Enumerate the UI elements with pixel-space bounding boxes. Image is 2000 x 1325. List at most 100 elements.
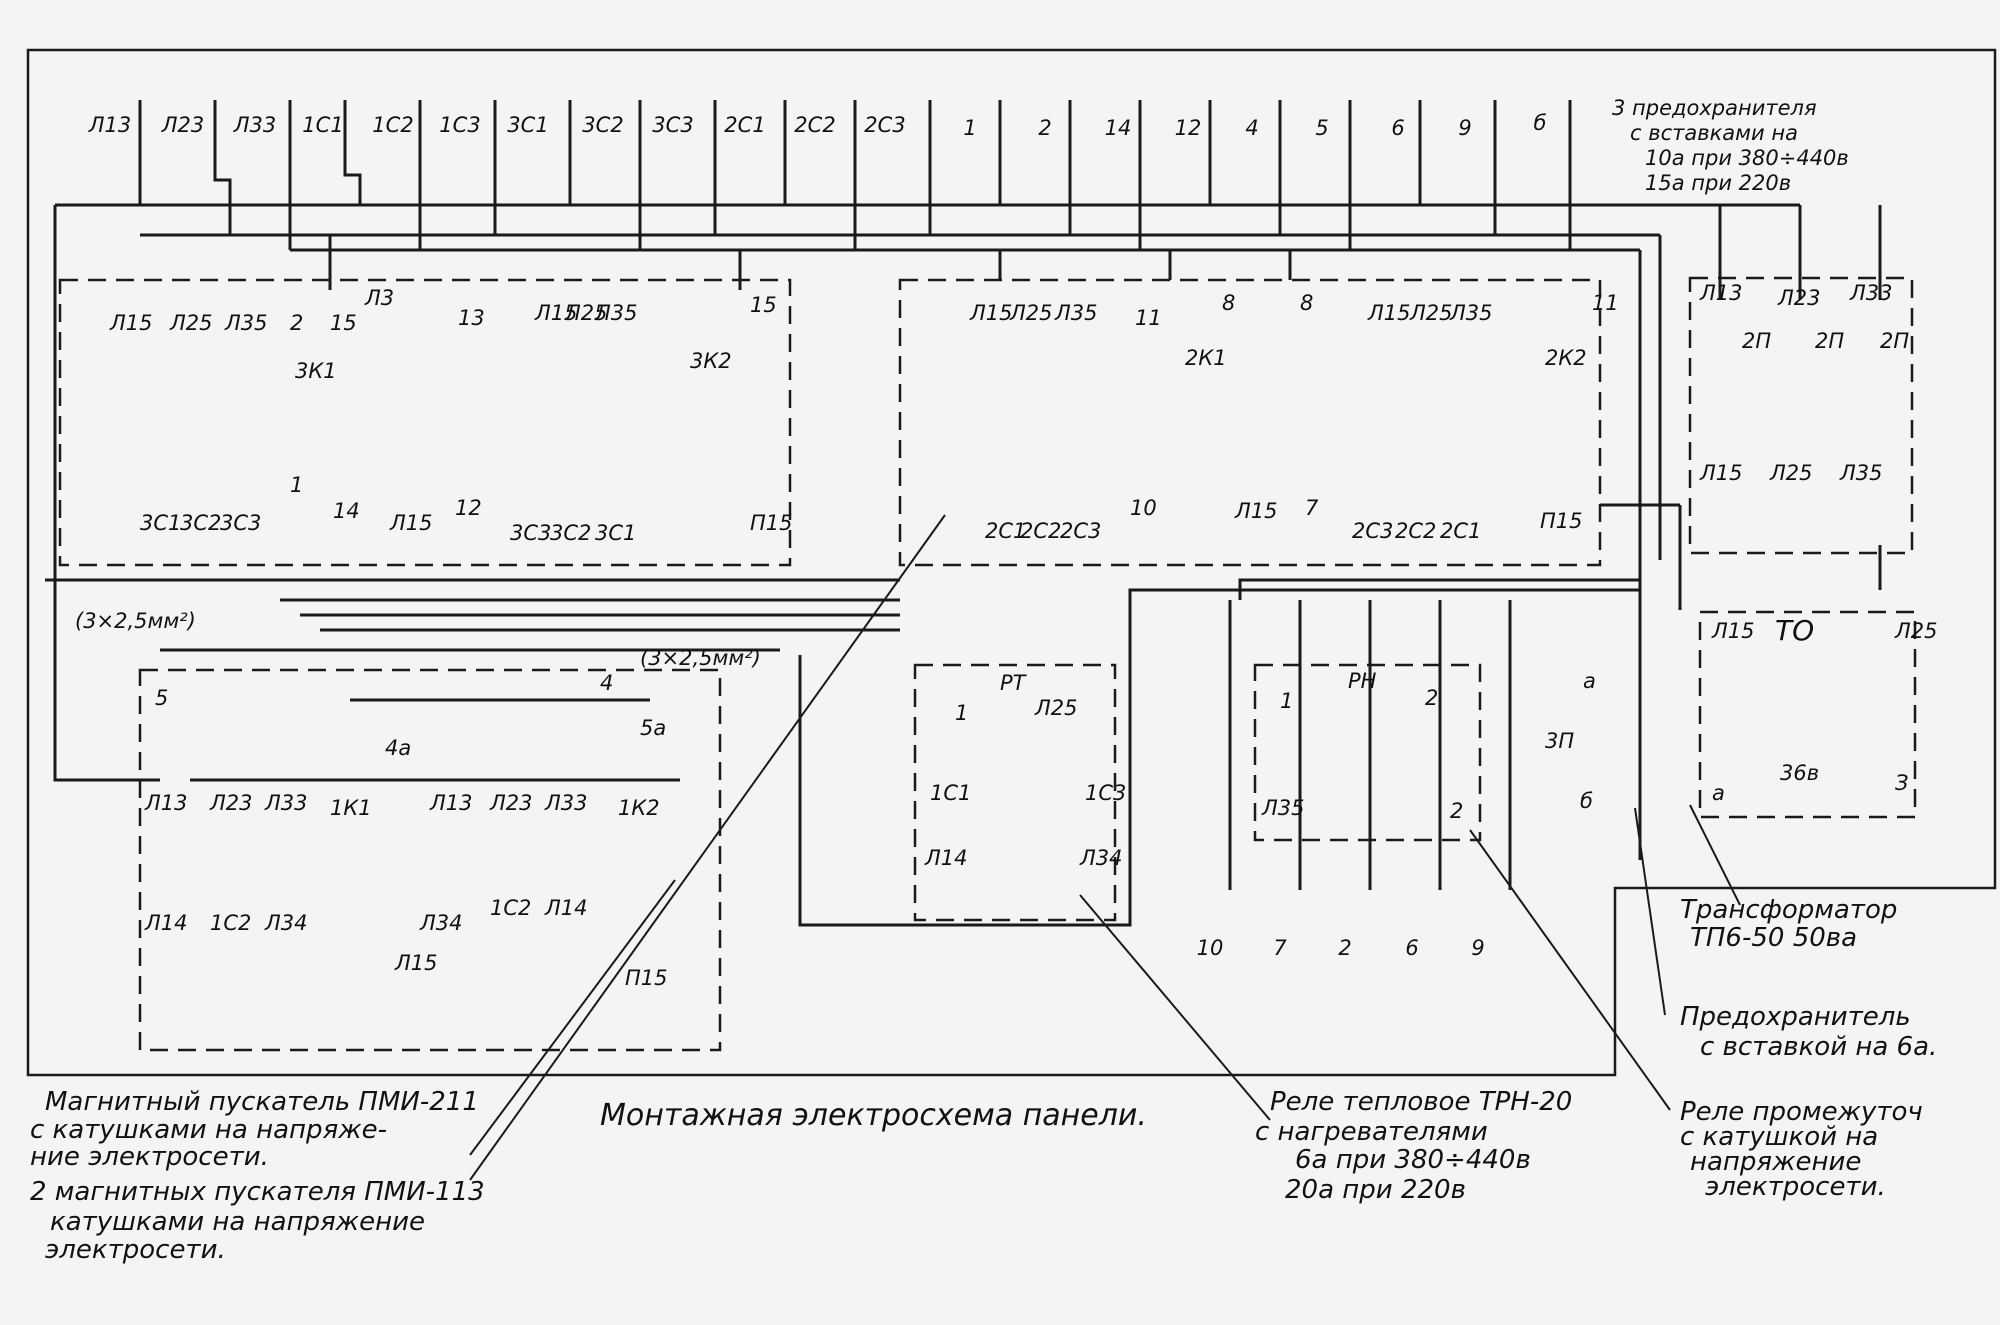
svg-text:Л35: Л35 xyxy=(1261,796,1305,820)
svg-text:3 предохранителя: 3 предохранителя xyxy=(1612,96,1817,120)
thermal-relay-labels: РТ 1 Л25 1С1 1С3 Л14 Л34 xyxy=(924,671,1126,870)
svg-text:П15: П15 xyxy=(625,966,668,990)
svg-text:8: 8 xyxy=(1222,291,1235,315)
svg-text:2С1: 2С1 xyxy=(985,519,1026,543)
svg-text:8: 8 xyxy=(1300,291,1313,315)
intermediate-relay-labels: РН 1 2 Л35 2 xyxy=(1261,669,1463,823)
svg-text:11: 11 xyxy=(1592,291,1619,315)
svg-text:электросети.: электросети. xyxy=(45,1235,226,1265)
svg-text:1: 1 xyxy=(963,116,976,140)
svg-text:Л35: Л35 xyxy=(1449,301,1493,325)
svg-text:1С1: 1С1 xyxy=(930,781,971,805)
svg-text:Л35: Л35 xyxy=(224,311,268,335)
svg-text:Реле промежуточ: Реле промежуточ xyxy=(1680,1097,1923,1127)
svg-text:10: 10 xyxy=(1197,936,1224,960)
svg-text:2К2: 2К2 xyxy=(1545,346,1587,370)
svg-text:Л15: Л15 xyxy=(109,311,153,335)
svg-text:Л15: Л15 xyxy=(534,301,578,325)
svg-text:Л33: Л33 xyxy=(544,791,588,815)
svg-text:1С2: 1С2 xyxy=(372,113,413,137)
svg-text:а: а xyxy=(1712,781,1725,805)
svg-text:1К2: 1К2 xyxy=(618,796,660,820)
caption-starter-pmi211: Магнитный пускатель ПМИ-211 с катушками … xyxy=(30,1087,479,1172)
svg-text:З: З xyxy=(1895,771,1908,795)
svg-text:15: 15 xyxy=(750,293,777,317)
svg-text:Л15: Л15 xyxy=(389,511,433,535)
svg-text:1С2: 1С2 xyxy=(210,911,251,935)
contactor-2k2-labels: 2К2 8 Л15 Л25 Л35 11 7 2С3 2С2 2С1 П15 xyxy=(1300,291,1619,543)
svg-text:2С2: 2С2 xyxy=(1395,519,1436,543)
fuses-note: 3 предохранителя с вставками на 10а при … xyxy=(1612,96,1849,195)
starter-1k-labels: 1К1 1К2 5 4 4а 5а Л13 Л23 Л33 Л13 Л23 Л3… xyxy=(144,671,668,990)
svg-text:5а: 5а xyxy=(640,716,666,740)
svg-text:Л14: Л14 xyxy=(144,911,188,935)
bottom-terminal-labels: 10 7 2 6 9 xyxy=(1197,936,1485,960)
svg-text:РН: РН xyxy=(1348,669,1377,693)
svg-text:3С2: 3С2 xyxy=(550,521,591,545)
svg-text:Л25: Л25 xyxy=(1894,619,1938,643)
svg-text:Л23: Л23 xyxy=(209,791,253,815)
svg-text:14: 14 xyxy=(1105,116,1132,140)
svg-text:б: б xyxy=(1534,111,1547,135)
svg-text:36в: 36в xyxy=(1780,761,1819,785)
svg-text:3С2: 3С2 xyxy=(582,113,623,137)
svg-text:(3×2,5мм²): (3×2,5мм²) xyxy=(75,609,196,633)
svg-text:Л25: Л25 xyxy=(1769,461,1813,485)
svg-text:(3×2,5мм²): (3×2,5мм²) xyxy=(640,646,761,670)
svg-text:Л23: Л23 xyxy=(1777,286,1821,310)
svg-text:1С2: 1С2 xyxy=(490,896,531,920)
svg-text:2С3: 2С3 xyxy=(864,113,905,137)
svg-text:Л14: Л14 xyxy=(544,896,588,920)
svg-text:Магнитный пускатель ПМИ-211: Магнитный пускатель ПМИ-211 xyxy=(45,1087,479,1117)
svg-text:5: 5 xyxy=(1315,116,1328,140)
svg-text:Трансформатор: Трансформатор xyxy=(1680,895,1897,925)
svg-text:Л13: Л13 xyxy=(429,791,473,815)
svg-text:6а при 380÷440в: 6а при 380÷440в xyxy=(1295,1145,1531,1175)
svg-text:Л34: Л34 xyxy=(264,911,308,935)
svg-text:2 магнитных пускателя ПМИ-113: 2 магнитных пускателя ПМИ-113 xyxy=(30,1177,485,1207)
svg-text:Л23: Л23 xyxy=(489,791,533,815)
svg-text:3С1: 3С1 xyxy=(507,113,548,137)
svg-text:с вставкой на 6а.: с вставкой на 6а. xyxy=(1700,1032,1937,1062)
svg-text:Предохранитель: Предохранитель xyxy=(1680,1002,1911,1032)
svg-text:с катушкой на: с катушкой на xyxy=(1680,1122,1878,1152)
caption-fuse: Предохранитель с вставкой на 6а. xyxy=(1680,1002,1937,1062)
svg-text:Л15: Л15 xyxy=(969,301,1013,325)
svg-text:12: 12 xyxy=(1175,116,1202,140)
transformer-labels: Л15 Л25 ТО а 36в З xyxy=(1711,614,1938,805)
contactor-2k1-labels: 2К1 Л15 Л25 Л35 11 8 10 2С1 2С2 2С3 Л15 xyxy=(969,291,1278,543)
svg-text:П15: П15 xyxy=(750,511,793,535)
svg-text:Л3: Л3 xyxy=(364,286,394,310)
svg-text:Л15: Л15 xyxy=(1367,301,1411,325)
svg-text:10а при 380÷440в: 10а при 380÷440в xyxy=(1645,146,1849,170)
caption-thermal-relay: Реле тепловое ТРН-20 с нагревателями 6а … xyxy=(1255,1087,1572,1205)
svg-text:Л33: Л33 xyxy=(264,791,308,815)
svg-text:2: 2 xyxy=(1425,686,1438,710)
svg-text:7: 7 xyxy=(1305,496,1319,520)
svg-text:Реле тепловое ТРН-20: Реле тепловое ТРН-20 xyxy=(1270,1087,1572,1117)
svg-text:1С3: 1С3 xyxy=(1085,781,1126,805)
contactor-3k1-labels: 3К1 Л15 Л25 Л35 2 15 Л3 3С1 3С2 3С3 1 14… xyxy=(109,286,433,535)
svg-text:2С1: 2С1 xyxy=(1440,519,1481,543)
svg-text:Л34: Л34 xyxy=(1079,846,1123,870)
svg-text:напряжение: напряжение xyxy=(1690,1147,1861,1177)
svg-text:4: 4 xyxy=(600,671,613,695)
svg-text:2: 2 xyxy=(1338,936,1351,960)
fuse-block-labels: Л13 Л23 Л33 2П 2П 2П Л15 Л25 Л35 xyxy=(1699,281,1909,485)
svg-text:Л33: Л33 xyxy=(233,113,277,137)
svg-text:2: 2 xyxy=(1450,799,1463,823)
svg-text:Л13: Л13 xyxy=(1699,281,1743,305)
svg-text:1: 1 xyxy=(955,701,968,725)
svg-text:1К1: 1К1 xyxy=(330,796,372,820)
svg-text:9: 9 xyxy=(1471,936,1484,960)
svg-text:20а при 220в: 20а при 220в xyxy=(1285,1175,1466,1205)
svg-text:Л15: Л15 xyxy=(1234,499,1278,523)
svg-text:3П: 3П xyxy=(1545,729,1574,753)
svg-text:ние электросети.: ние электросети. xyxy=(30,1142,269,1172)
contactor-3k2-labels: 3К2 13 Л15 Л25 Л35 15 12 3С3 3С2 3С1 П15 xyxy=(455,293,793,545)
svg-text:15а при 220в: 15а при 220в xyxy=(1645,171,1791,195)
svg-text:ТО: ТО xyxy=(1775,614,1814,647)
svg-text:2С3: 2С3 xyxy=(1352,519,1393,543)
svg-text:2К1: 2К1 xyxy=(1185,346,1227,370)
